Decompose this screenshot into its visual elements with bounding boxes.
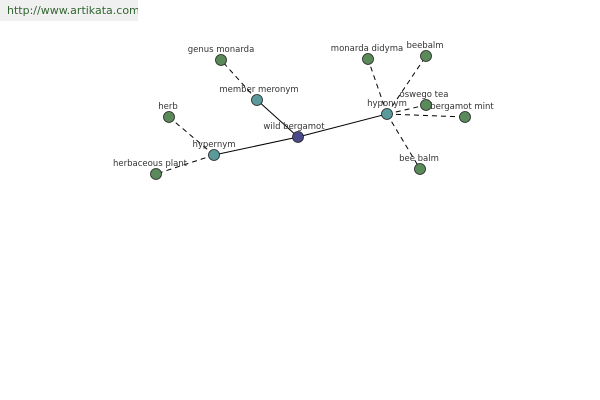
edge-wild-bergamot-to-hypernym — [213, 136, 299, 156]
node-bee-balm[interactable] — [414, 163, 426, 175]
edge-hyponym-to-bee-balm — [386, 113, 421, 170]
node-label-herb[interactable]: herb — [158, 102, 178, 112]
node-label-monarda-didyma[interactable]: monarda didyma — [331, 44, 403, 54]
node-label-hyponym[interactable]: hyponym — [367, 99, 407, 109]
node-label-bee-balm[interactable]: bee balm — [399, 154, 439, 164]
node-herb[interactable] — [163, 111, 175, 123]
node-wild-bergamot[interactable] — [292, 131, 304, 143]
site-url-link[interactable]: http://www.artikata.com — [7, 4, 138, 17]
node-label-wild-bergamot[interactable]: wild bergamot — [263, 122, 325, 132]
node-oswego-tea[interactable] — [420, 99, 432, 111]
node-label-hypernym[interactable]: hypernym — [192, 140, 235, 150]
labels-layer: wild bergamot hypernym member meronym hypon… — [113, 41, 494, 169]
edge-hypernym-to-herbaceous-plant — [155, 154, 215, 175]
node-member-meronym[interactable] — [251, 94, 263, 106]
edge-wild-bergamot-to-member-meronym — [256, 99, 299, 138]
edge-wild-bergamot-to-hyponym — [297, 113, 388, 138]
edge-hyponym-to-oswego-tea — [386, 104, 427, 115]
nodes-layer — [150, 50, 471, 180]
edge-hypernym-to-herb — [168, 116, 215, 156]
node-beebalm[interactable] — [420, 50, 432, 62]
node-label-member-meronym[interactable]: member meronym — [219, 85, 298, 95]
edge-hyponym-to-bergamot-mint — [386, 113, 466, 118]
node-genus-monarda[interactable] — [215, 54, 227, 66]
node-label-bergamot-mint[interactable]: bergamot mint — [430, 102, 494, 112]
edge-hyponym-to-monarda-didyma — [367, 58, 388, 115]
edge-hyponym-to-beebalm — [386, 55, 427, 115]
node-herbaceous-plant[interactable] — [150, 168, 162, 180]
node-label-beebalm[interactable]: beebalm — [406, 41, 443, 51]
node-label-oswego-tea[interactable]: oswego tea — [400, 90, 449, 100]
node-monarda-didyma[interactable] — [362, 53, 374, 65]
site-url-bar: http://www.artikata.com — [0, 0, 138, 21]
node-label-herbaceous-plant[interactable]: herbaceous plant — [113, 159, 188, 169]
node-label-genus-monarda[interactable]: genus monarda — [188, 45, 255, 55]
node-bergamot-mint[interactable] — [459, 111, 471, 123]
node-hypernym[interactable] — [208, 149, 220, 161]
node-hyponym[interactable] — [381, 108, 393, 120]
edges-layer — [155, 55, 466, 175]
